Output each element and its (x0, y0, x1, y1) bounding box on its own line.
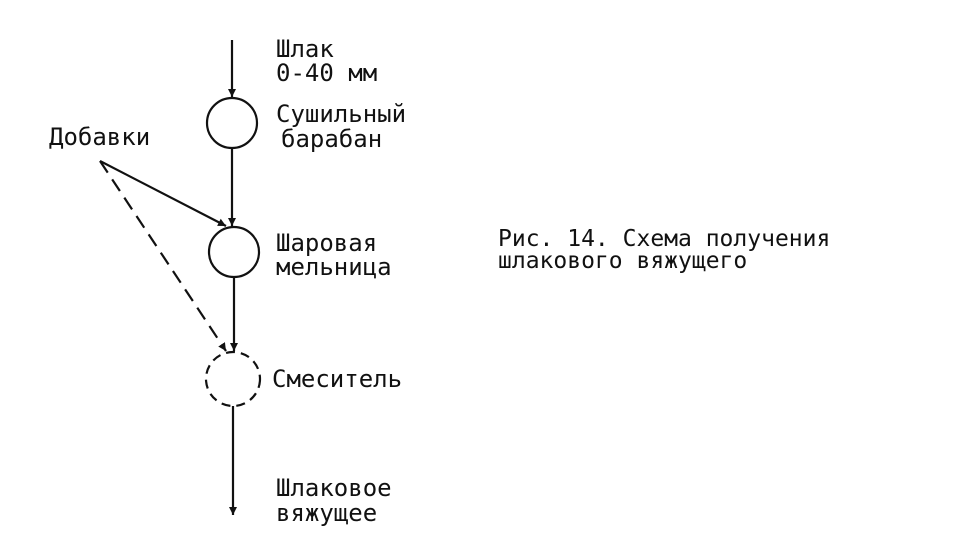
additives-label: Добавки (49, 123, 150, 151)
figure-caption-line-2: шлакового вяжущего (498, 248, 747, 274)
dryer-label-line-1: Сушильный (276, 100, 406, 128)
mill-node (207, 225, 261, 279)
output-label-line-1: Шлаковое (276, 474, 392, 502)
figure-caption-line-1: Рис. 14. Схема получения (498, 226, 830, 252)
output-label-line-2: вяжущее (276, 499, 377, 527)
mixer-label: Смеситель (272, 365, 402, 393)
mill-label-line-2: мельница (276, 253, 392, 281)
mixer-node (204, 350, 262, 408)
dryer-label-line-2: барабан (281, 125, 382, 153)
additives-to-mill-arrow (99, 160, 227, 227)
input-label-line-2: 0-40 мм (276, 59, 377, 87)
input-label-line-1: Шлак (276, 35, 334, 63)
mill-label-line-1: Шаровая (276, 229, 377, 257)
additives-to-mixer-arrow (99, 160, 227, 352)
dryer-node (205, 96, 259, 150)
